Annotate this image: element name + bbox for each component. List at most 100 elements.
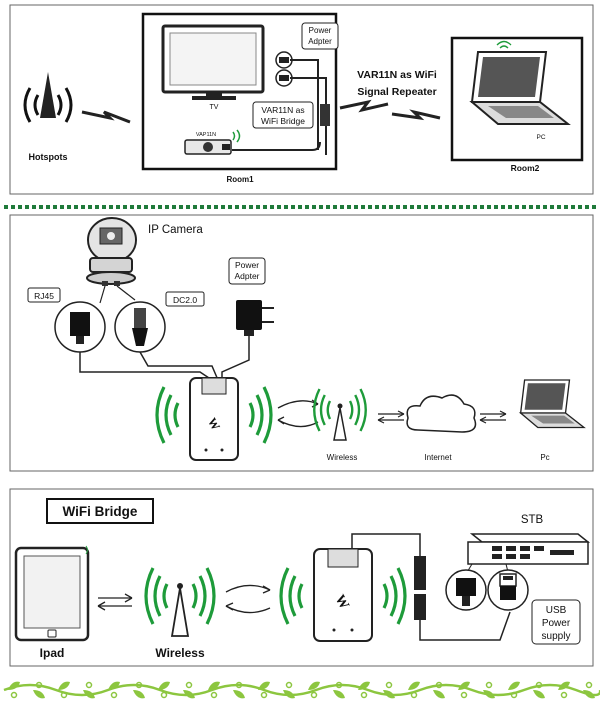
vine-leaf [308, 681, 320, 690]
pc-label: PC [536, 134, 545, 141]
vine-curl [235, 681, 243, 689]
signal-zigzag-icon [81, 110, 131, 124]
vine-curl [85, 681, 93, 689]
usb-port-icon [487, 569, 529, 611]
vine-curl [10, 691, 18, 699]
panel-repeater: Hotspots TV Power Adpter VAR11N as [9, 4, 594, 195]
ip-camera-title: IP Camera [148, 224, 203, 236]
ethernet-port-icon [445, 569, 487, 611]
room1-label: Room1 [226, 175, 254, 184]
usb-power-callout: USB Power supply [531, 599, 581, 645]
vine-curl [485, 681, 493, 689]
vine-leaf [508, 681, 520, 690]
vine-curl [535, 681, 543, 689]
wifi-bridge-title: WiFi Bridge [63, 504, 138, 519]
vine-leaf [283, 690, 295, 699]
vine-leaf [533, 690, 545, 699]
ipad-label: Ipad [40, 646, 65, 660]
rj45-label: RJ45 [34, 291, 54, 301]
vine-curl [385, 681, 393, 689]
rj45-plug-icon [54, 301, 106, 353]
wireless-label: Wireless [155, 646, 205, 660]
internet-label: Internet [424, 453, 452, 462]
vine-leaf [133, 690, 145, 699]
vine-leaf [258, 681, 270, 690]
power-adapter-line1: Power [235, 260, 259, 270]
tv-icon [161, 24, 265, 100]
cable-line [79, 352, 213, 381]
bidirectional-arrow-icon [97, 593, 133, 611]
vine-leaf [458, 681, 470, 690]
device-label: VAP11N [196, 132, 216, 138]
dc-callout: DC2.0 [165, 291, 205, 307]
cable-line [290, 59, 319, 150]
power-adapter-callout: Power Adpter [301, 22, 339, 50]
vine-curl [185, 681, 193, 689]
internet-cloud-icon [406, 394, 477, 433]
bidirectional-arrow-icon [479, 410, 507, 424]
hotspots-label: Hotspots [29, 152, 68, 162]
vine-leaf [333, 690, 345, 699]
vine-leaf [33, 690, 45, 699]
usb-line2: Power [542, 618, 571, 629]
vine-curl [135, 681, 143, 689]
vine-curl [335, 681, 343, 689]
panel-wifi-bridge: WiFi Bridge Ipad Wireless [9, 488, 594, 667]
vap11n-device-icon [184, 129, 241, 155]
wifi-bridge-title-box [46, 498, 154, 524]
dc-label: DC2.0 [173, 295, 197, 305]
vine-leaf [208, 681, 220, 690]
vine-leaf [158, 681, 170, 690]
vine-curl [210, 691, 218, 699]
dc-plug-icon [114, 301, 166, 353]
vine-leaf [408, 681, 420, 690]
vine-leaf [233, 690, 245, 699]
vine-curl [460, 691, 468, 699]
cable-line [351, 533, 421, 556]
cable-line [139, 351, 219, 381]
power-adapter-icon [236, 300, 274, 336]
bridge-line1: VAR11N as [261, 105, 304, 115]
repeater-line2: Signal Repeater [357, 86, 436, 98]
bidirectional-arrow-icon [225, 584, 271, 614]
vap11n-router-icon: W [313, 548, 373, 642]
vine-curl [360, 691, 368, 699]
vine-curl [110, 691, 118, 699]
vine-curl [585, 681, 593, 689]
vine-leaves [8, 681, 595, 699]
signal-zigzag-icon [339, 99, 389, 113]
signal-zigzag-icon [391, 109, 441, 121]
wifi-icon [499, 45, 509, 49]
stb-box-icon [467, 533, 591, 565]
vine-curl [435, 681, 443, 689]
wireless-tower-icon [170, 583, 190, 637]
vine-leaf [83, 690, 95, 699]
cable-line [290, 77, 327, 155]
vine-curl [260, 691, 268, 699]
vap11n-router-icon: W [189, 377, 239, 461]
cable-line [419, 611, 511, 641]
vine-leaf [58, 681, 70, 690]
bidirectional-arrow-icon [277, 399, 319, 428]
wireless-tower-icon [333, 403, 347, 441]
bridge-line2: WiFi Bridge [261, 116, 305, 126]
cable-connector [320, 104, 330, 126]
vine-curl [310, 691, 318, 699]
vine-leaf [558, 681, 570, 690]
hotspot-tower-icon [23, 72, 73, 123]
vine-leaf [433, 690, 445, 699]
power-adapter-line1: Power [309, 26, 332, 35]
pc-label: Pc [540, 453, 549, 462]
tv-label: TV [210, 104, 219, 111]
bidirectional-arrow-icon [377, 410, 405, 424]
vine-curl [560, 691, 568, 699]
cable-line [232, 141, 321, 151]
ip-camera-icon [86, 217, 137, 286]
vine-leaf [358, 681, 370, 690]
ipad-icon [14, 545, 90, 642]
vine-leaf [583, 690, 595, 699]
svg-text:W: W [332, 592, 352, 612]
vine-leaf [483, 690, 495, 699]
room2-label: Room2 [511, 163, 540, 173]
